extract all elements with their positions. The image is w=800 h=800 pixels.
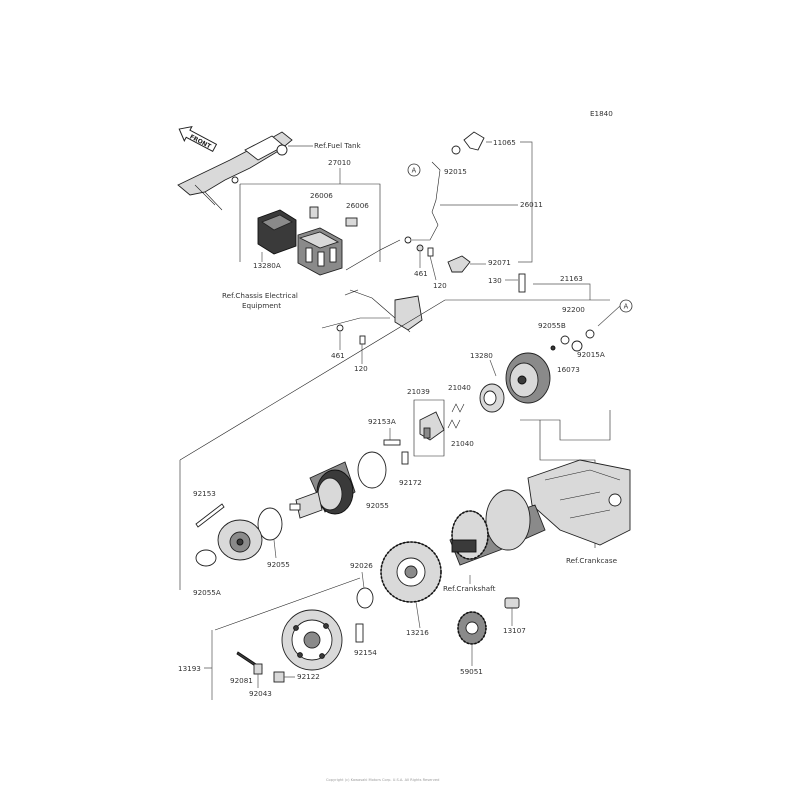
callout-a-right-text: A bbox=[624, 303, 629, 311]
starter-clutch-icon bbox=[281, 609, 343, 671]
ref-chassis-line2: Equipment bbox=[242, 301, 281, 310]
o-ring-92055-icon bbox=[357, 451, 387, 489]
label-13193: 13193 bbox=[178, 664, 201, 673]
roller-92122-icon bbox=[273, 671, 285, 683]
bracket-27010 bbox=[239, 183, 381, 262]
screw-92172-icon bbox=[401, 451, 409, 465]
label-26006a: 26006 bbox=[310, 191, 333, 200]
pin-13107-icon bbox=[504, 597, 520, 609]
label-21039: 21039 bbox=[407, 387, 430, 396]
crankshaft-icon bbox=[449, 489, 546, 566]
label-92055b: 92055B bbox=[538, 321, 566, 330]
label-92055: 92055 bbox=[366, 501, 389, 510]
label-92081: 92081 bbox=[230, 676, 253, 685]
label-13107: 13107 bbox=[503, 626, 526, 635]
o-ring-92055a-icon bbox=[195, 549, 217, 567]
brush-spring-icon bbox=[447, 403, 465, 429]
nut-washer-icon bbox=[550, 329, 595, 352]
brush-holder-icon bbox=[479, 383, 505, 413]
leader-21163 bbox=[533, 283, 591, 300]
starter-cable-icon bbox=[321, 239, 423, 333]
label-92043: 92043 bbox=[249, 689, 272, 698]
washer-92026-icon bbox=[356, 587, 374, 609]
relay-cover-icon bbox=[257, 209, 297, 255]
leader-13280 bbox=[489, 359, 497, 377]
idle-gear-59051-icon bbox=[457, 611, 487, 645]
front-arrow-icon: FRONT bbox=[178, 126, 218, 153]
armature-shaft-icon bbox=[289, 491, 323, 519]
o-ring-92055-second-icon bbox=[257, 507, 283, 541]
label-92154: 92154 bbox=[354, 648, 377, 657]
label-27010: 27010 bbox=[328, 158, 351, 167]
label-92055a: 92055A bbox=[193, 588, 221, 597]
nut-bolt-461-120-bottom-icon bbox=[336, 324, 366, 345]
leader-461-120-bottom bbox=[339, 332, 363, 364]
label-92071: 92071 bbox=[488, 258, 511, 267]
leader-11065 bbox=[486, 141, 533, 263]
starter-front-cover-icon bbox=[217, 519, 263, 561]
label-21040a: 21040 bbox=[448, 383, 471, 392]
label-92015a: 92015A bbox=[577, 350, 605, 359]
leader-92026 bbox=[361, 571, 365, 589]
callout-a-top bbox=[407, 163, 421, 177]
leader-13193 bbox=[204, 630, 213, 700]
lead-wire-icon bbox=[412, 131, 485, 273]
ref-chassis-line1: Ref.Chassis Electrical bbox=[222, 291, 298, 300]
copyright-footer: Copyright (c) Kawasaki Motors Corp. U.S.… bbox=[326, 778, 439, 782]
label-92015: 92015 bbox=[444, 167, 467, 176]
label-120a: 120 bbox=[433, 281, 447, 290]
label-92172: 92172 bbox=[399, 478, 422, 487]
fuel-tank-bracket-icon bbox=[177, 131, 293, 211]
nut-bolt-461-120-top-icon bbox=[404, 236, 434, 257]
label-92026: 92026 bbox=[350, 561, 373, 570]
label-120b: 120 bbox=[354, 364, 368, 373]
bolt-92154-icon bbox=[355, 623, 364, 643]
callout-a-top-text: A bbox=[412, 167, 417, 175]
label-26011: 26011 bbox=[520, 200, 543, 209]
ref-crankshaft: Ref.Crankshaft bbox=[443, 584, 496, 593]
brush-set-icon bbox=[419, 411, 445, 441]
bolt-92153a-icon bbox=[383, 439, 401, 446]
label-13216: 13216 bbox=[406, 628, 429, 637]
leader-callout-right bbox=[597, 305, 621, 327]
label-461b: 461 bbox=[331, 351, 345, 360]
label-26006b: 26006 bbox=[346, 201, 369, 210]
label-92055-second: 92055 bbox=[267, 560, 290, 569]
fuse-icon bbox=[309, 206, 358, 227]
label-92122: 92122 bbox=[297, 672, 320, 681]
label-13280: 13280 bbox=[470, 351, 493, 360]
leader-461-120-top bbox=[419, 252, 437, 281]
label-92153: 92153 bbox=[193, 489, 216, 498]
bracket-21163 bbox=[179, 299, 610, 461]
starter-relay-icon bbox=[297, 227, 343, 276]
starter-motor-yoke-icon bbox=[309, 461, 356, 515]
diagram-code: E1840 bbox=[590, 109, 613, 118]
bracket-13193 bbox=[214, 577, 361, 631]
leader-13216 bbox=[415, 601, 421, 629]
label-461a: 461 bbox=[414, 269, 428, 278]
label-59051: 59051 bbox=[460, 667, 483, 676]
label-130: 130 bbox=[488, 276, 502, 285]
label-92153a: 92153A bbox=[368, 417, 396, 426]
leader-92122-92043 bbox=[257, 674, 295, 688]
crankcase-icon bbox=[527, 459, 631, 546]
leader-92055-second bbox=[273, 539, 277, 559]
label-21040b: 21040 bbox=[451, 439, 474, 448]
plunger-92043-icon bbox=[253, 663, 263, 675]
label-92200: 92200 bbox=[562, 305, 585, 314]
label-11065: 11065 bbox=[493, 138, 516, 147]
starter-end-cover-icon bbox=[505, 352, 551, 404]
starter-gear-13216-icon bbox=[380, 541, 442, 603]
label-16073: 16073 bbox=[557, 365, 580, 374]
long-bolt-92153-icon bbox=[195, 503, 225, 528]
label-13280a: 13280A bbox=[253, 261, 281, 270]
ref-fuel-tank: Ref.Fuel Tank bbox=[314, 141, 362, 150]
bracket-21039 bbox=[413, 399, 445, 457]
nut-92015-icon bbox=[451, 145, 461, 155]
leader-chassis bbox=[344, 289, 359, 296]
ref-crankcase: Ref.Crankcase bbox=[566, 556, 618, 565]
label-21163: 21163 bbox=[560, 274, 583, 283]
bolt-130-icon bbox=[518, 273, 526, 293]
